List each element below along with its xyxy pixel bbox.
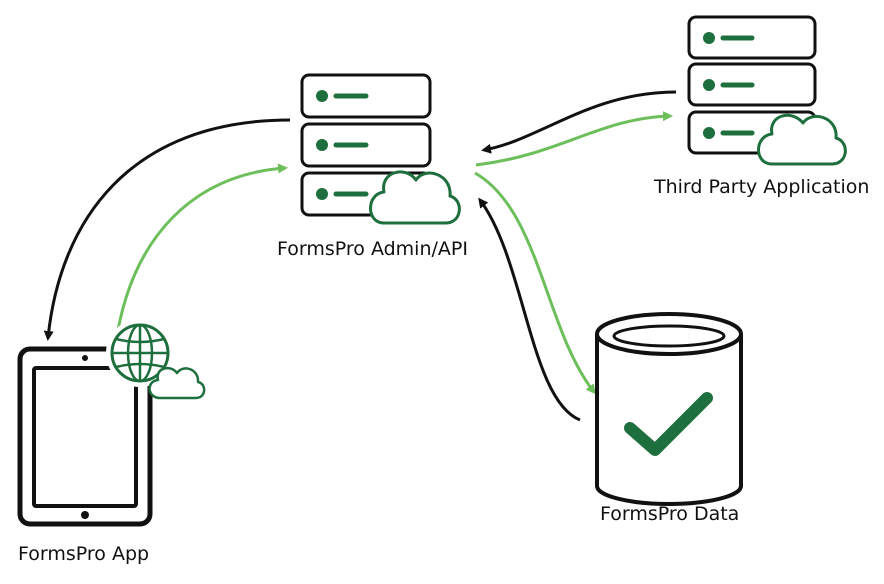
third-party-cloud-icon [757,113,847,166]
admin-label: FormsPro Admin/API [277,238,468,260]
data-label: FormsPro Data [600,503,740,525]
edge-third-to-admin [481,90,677,154]
check-icon [624,392,713,456]
edge-app-to-admin [116,163,288,331]
third-party-label: Third Party Application [654,176,870,198]
edge-admin-to-app [43,118,291,341]
edge-admin-to-data [474,171,596,395]
app-label: FormsPro App [18,543,150,565]
admin-cloud-icon [369,170,461,225]
app-cloud-icon [148,366,206,400]
tablet-icon [17,346,153,527]
database-icon [595,312,743,506]
edge-data-to-admin [478,197,581,422]
edge-admin-to-third [475,111,673,167]
globe-icon [106,319,174,387]
